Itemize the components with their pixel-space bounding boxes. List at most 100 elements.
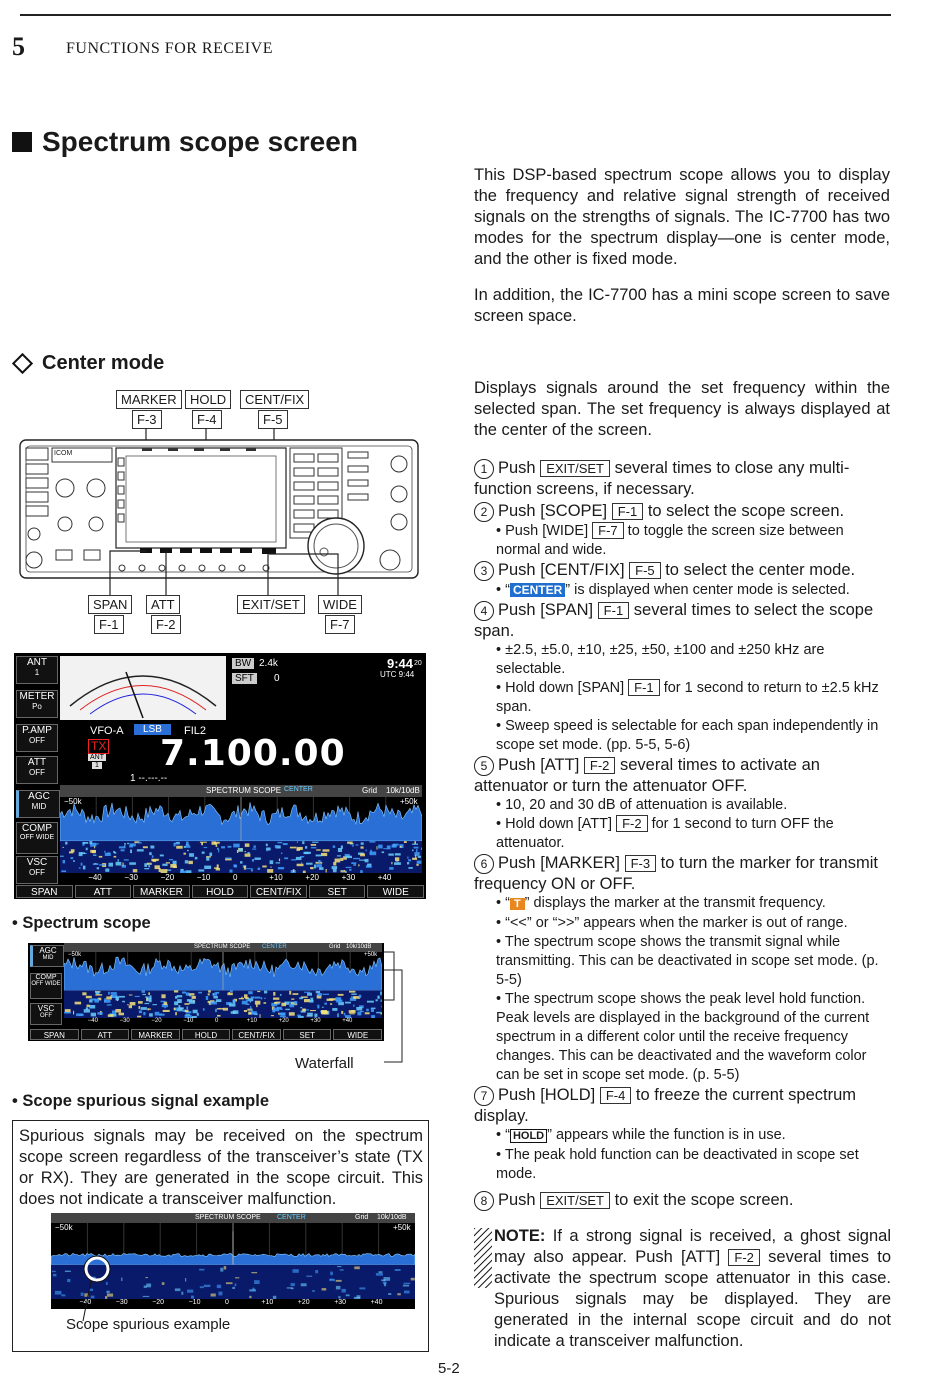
ant-indicator: ANT: [88, 754, 106, 761]
axis-tick-label: −30: [115, 1299, 128, 1306]
axis-tick-label: +40: [370, 1299, 383, 1306]
waterfall-bracket: [384, 951, 403, 1063]
att-key: F-2: [151, 615, 181, 634]
spurious-box: Spurious signals may be received on the …: [12, 1120, 429, 1352]
step-6-bullet-b: • “<<” or “>>” appears when the marker i…: [496, 915, 848, 931]
step-7-bullet-b: • The peak hold function can be deactiva…: [496, 1147, 859, 1182]
softkey-marker[interactable]: MARKER: [131, 1029, 180, 1040]
step-2-bullet: • Push [WIDE] F-7 to toggle the screen s…: [496, 522, 844, 558]
clock: 9:44: [387, 656, 414, 671]
axis-tick-label: 0: [233, 873, 238, 882]
axis-tick-label: −20: [152, 1299, 165, 1306]
step-6-bullet-a: • “T” displays the marker at the transmi…: [496, 895, 826, 911]
step-6-bullet-c: • The spectrum scope shows the transmit …: [496, 934, 879, 988]
clock-seconds: 20: [414, 660, 422, 667]
step-4-bullet-a: • ±2.5, ±5.0, ±10, ±25, ±50, ±100 and ±2…: [496, 642, 825, 677]
att-label: ATT: [146, 595, 180, 614]
axis-tick-label: +30: [310, 1018, 321, 1024]
span-label: SPAN: [88, 595, 133, 614]
ant-number: 1: [92, 762, 102, 769]
exitset-key: EXIT/SET: [540, 460, 610, 477]
softkey-wide[interactable]: WIDE: [333, 1029, 383, 1040]
softkey-att[interactable]: ATT: [80, 1029, 130, 1040]
axis-tick-label: +40: [377, 873, 392, 882]
scope-header: SPECTRUM SCOPE CENTER Grid 10k/10dB: [60, 785, 422, 797]
softkey-centfix[interactable]: CENT/FIX: [250, 885, 307, 898]
axis-tick-label: 0: [225, 1299, 229, 1306]
spurious-text: Spurious signals may be received on the …: [19, 1127, 423, 1208]
exitset-label: EXIT/SET: [237, 595, 305, 614]
mode-badge: LSB: [134, 724, 171, 735]
softkey-wide[interactable]: WIDE: [367, 885, 425, 898]
section-title: Spectrum scope screen: [12, 126, 358, 158]
spurious-title: • Scope spurious signal example: [12, 1092, 270, 1110]
note-hatch: [474, 1228, 492, 1288]
axis-tick-label: −20: [160, 873, 175, 882]
center-badge: CENTER: [284, 786, 313, 793]
utc-time: UTC 9:44: [380, 670, 415, 679]
mini-span-left: −50k: [68, 952, 82, 958]
hold-label: HOLD: [185, 390, 232, 409]
softkey-att[interactable]: ATT: [74, 885, 132, 898]
radio-drawing: [19, 428, 419, 600]
axis-tick-label: −10: [196, 873, 211, 882]
step-6-bullet-d: • The spectrum scope shows the peak leve…: [496, 991, 870, 1083]
axis-tick-label: +10: [261, 1299, 274, 1306]
spurious-highlight-circle: [82, 1255, 111, 1321]
softkey-hold[interactable]: HOLD: [191, 885, 249, 898]
marker-badge-inline: T: [509, 898, 525, 910]
bw-value: 2.4k: [259, 658, 278, 669]
axis-tick-label: +40: [342, 1018, 353, 1024]
softkey-centfix[interactable]: CENT/FIX: [232, 1029, 281, 1040]
softkey-marker[interactable]: MARKER: [133, 885, 190, 898]
memory-readout: 1 --.---.--: [130, 773, 168, 784]
softkey-set[interactable]: SET: [308, 885, 366, 898]
axis-tick-label: +30: [334, 1299, 347, 1306]
softkey-set[interactable]: SET: [282, 1029, 332, 1040]
spurious-scope-header: SPECTRUM SCOPE CENTER Grid 10k/10dB: [51, 1213, 415, 1223]
span-key: F-1: [94, 615, 124, 634]
filter-label: FIL2: [184, 725, 207, 737]
mini-scope-header: SPECTRUM SCOPE CENTER Grid 10k/10dB: [64, 943, 382, 952]
mini-span-right: +50k: [364, 952, 378, 958]
softkey-span[interactable]: SPAN: [30, 1029, 79, 1040]
intro-paragraph-1: This DSP-based spectrum scope allows you…: [474, 166, 890, 268]
step-5-bullet-b: • Hold down [ATT] F-2 for 1 second to tu…: [496, 815, 834, 851]
waterfall-label: Waterfall: [295, 1055, 354, 1072]
axis-tick-label: −20: [151, 1018, 162, 1024]
axis-tick-label: −10: [188, 1299, 201, 1306]
axis-tick-label: −40: [88, 873, 102, 882]
page-number: 5-2: [438, 1360, 460, 1377]
tx-indicator: TX: [88, 739, 110, 754]
radio-diagram: MARKER F-3 HOLD F-4 CENT/FIX F-5: [18, 388, 422, 634]
axis-tick-label: 0: [215, 1018, 219, 1024]
axis-tick-label: −30: [124, 873, 138, 882]
softkey-span[interactable]: SPAN: [16, 885, 73, 898]
softkey-hold[interactable]: HOLD: [181, 1029, 231, 1040]
wide-label: WIDE: [318, 595, 362, 614]
centfix-label: CENT/FIX: [240, 390, 310, 409]
sft-label: SFT: [232, 673, 257, 684]
span-right: +50k: [400, 797, 418, 806]
hold-badge-inline: HOLD: [509, 1129, 548, 1143]
